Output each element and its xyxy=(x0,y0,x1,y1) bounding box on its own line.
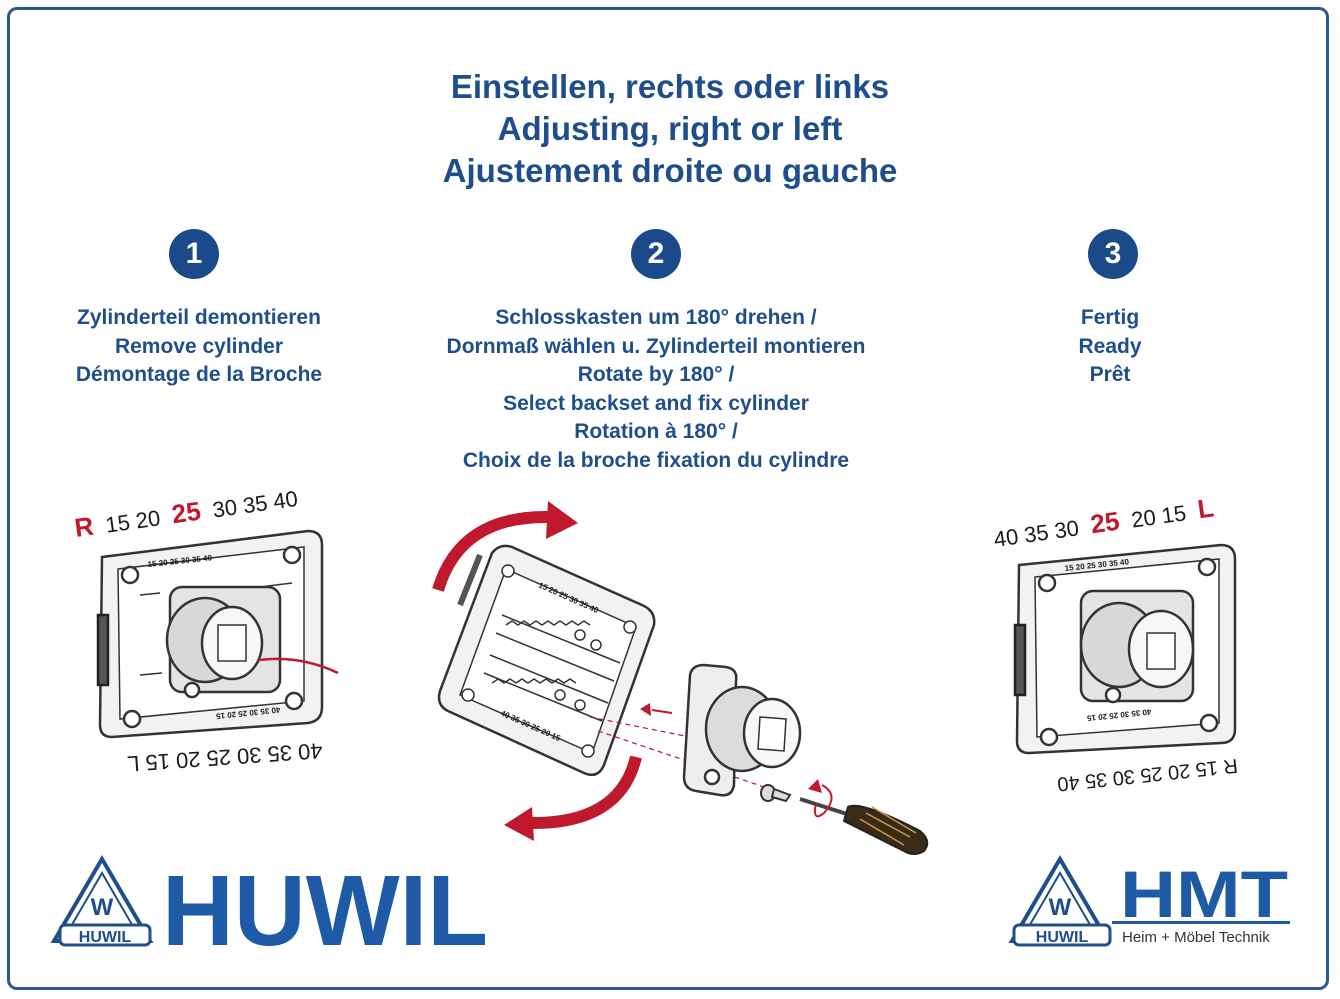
step-3-line: Fertig xyxy=(1080,306,1140,329)
step-2-badge: 2 xyxy=(631,229,681,279)
step-1-line: Remove cylinder xyxy=(114,334,284,358)
lock-3-housing xyxy=(1013,543,1237,755)
step-2-line: Schlosskasten um 180° drehen / xyxy=(495,306,817,329)
lock-1-red-line xyxy=(259,657,339,675)
step-2-line: Dornmaß wählen u. Zylinderteil montieren xyxy=(446,334,866,358)
insert-arrow xyxy=(651,709,673,714)
lock-3-bottom-scale: R 15 20 25 30 35 40 xyxy=(1056,754,1239,795)
huwil-wordmark: HUWIL xyxy=(162,855,488,967)
lock-3-top-highlight: 25 xyxy=(1088,506,1121,540)
step-2-line: Rotate by 180° / xyxy=(577,363,735,386)
rotate-arrow-bottom xyxy=(527,755,642,830)
lock-3-top-nums-b: 20 15 xyxy=(1130,500,1188,532)
lock-2-housing xyxy=(437,544,656,776)
lock-1-top-scale: R 15 20 25 30 35 40 xyxy=(73,482,300,543)
lock-3-illustration: 40 35 30 25 20 15 L 15 20 25 30 35 40 40… xyxy=(992,492,1239,795)
hmt-badge-letter: W xyxy=(1049,894,1072,921)
turn-arrow-head xyxy=(808,779,822,793)
step-3-line: Ready xyxy=(1078,334,1142,358)
huwil-badge-letter: W xyxy=(91,894,114,921)
lock-1-illustration: R 15 20 25 30 35 40 15 20 25 30 35 40 40… xyxy=(73,482,339,777)
step-1-line: Zylinderteil demontieren xyxy=(77,306,321,329)
hmt-subtitle: Heim + Möbel Technik xyxy=(1122,929,1270,946)
page-title: Einstellen, rechts oder links Adjusting,… xyxy=(0,66,1340,192)
screwdriver-icon xyxy=(799,797,929,855)
step-2-line: Choix de la broche fixation du cylindre xyxy=(462,448,850,472)
lock-1-top-nums-b: 30 35 40 xyxy=(211,486,299,523)
hmt-badge-icon: W HUWIL xyxy=(1008,855,1112,947)
step-1-line: Démontage de la Broche xyxy=(75,363,323,386)
step-2-text: Schlosskasten um 180° drehen / Dornmaß w… xyxy=(396,304,916,475)
hmt-logo: W HUWIL HMT Heim + Möbel Technik xyxy=(1008,855,1290,947)
title-line-en: Adjusting, right or left xyxy=(497,110,843,147)
step-2-line: Rotation à 180° / xyxy=(574,420,738,443)
hmt-badge-text: HUWIL xyxy=(1036,929,1089,946)
title-line-de: Einstellen, rechts oder links xyxy=(450,68,890,105)
title-line-fr: Ajustement droite ou gauche xyxy=(442,152,898,189)
lock-1-housing xyxy=(96,529,324,739)
lock-2-illustration: 15 20 25 30 35 40 40 35 30 25 20 15 xyxy=(432,501,929,855)
page-frame xyxy=(7,7,1329,990)
cylinder-part xyxy=(682,663,802,797)
step-3-text: Fertig Ready Prêt xyxy=(1000,304,1220,390)
lock-1-top-letter: R xyxy=(73,511,96,543)
rotate-arrow-top-head xyxy=(546,501,578,539)
huwil-logo: W HUWIL HUWIL xyxy=(50,855,488,967)
step-1-text: Zylinderteil demontieren Remove cylinder… xyxy=(40,304,358,390)
insert-arrow-head xyxy=(640,703,651,716)
lock-1-top-nums-a: 15 20 xyxy=(104,505,162,537)
step-3-badge: 3 xyxy=(1088,229,1138,279)
screw xyxy=(760,784,792,803)
hmt-divider xyxy=(1112,921,1290,924)
rotate-arrow-bottom-head xyxy=(504,807,534,841)
hmt-wordmark: HMT xyxy=(1120,857,1288,931)
lock-1-top-highlight: 25 xyxy=(170,496,203,530)
huwil-badge-text: HUWIL xyxy=(79,929,132,946)
lock-3-top-letter: L xyxy=(1196,492,1216,524)
step-1-badge: 1 xyxy=(169,229,219,279)
turn-arrow xyxy=(814,784,833,818)
step-3-line: Prêt xyxy=(1089,363,1131,386)
lock-3-top-scale: 40 35 30 25 20 15 L xyxy=(992,492,1216,553)
rotate-arrow-top xyxy=(432,510,551,592)
step-2-line: Select backset and fix cylinder xyxy=(503,391,809,415)
huwil-badge-icon: W HUWIL xyxy=(50,855,154,947)
lock-1-bottom-scale: 40 35 30 25 20 15 L xyxy=(126,738,323,777)
lock-3-top-nums-a: 40 35 30 xyxy=(992,515,1080,552)
